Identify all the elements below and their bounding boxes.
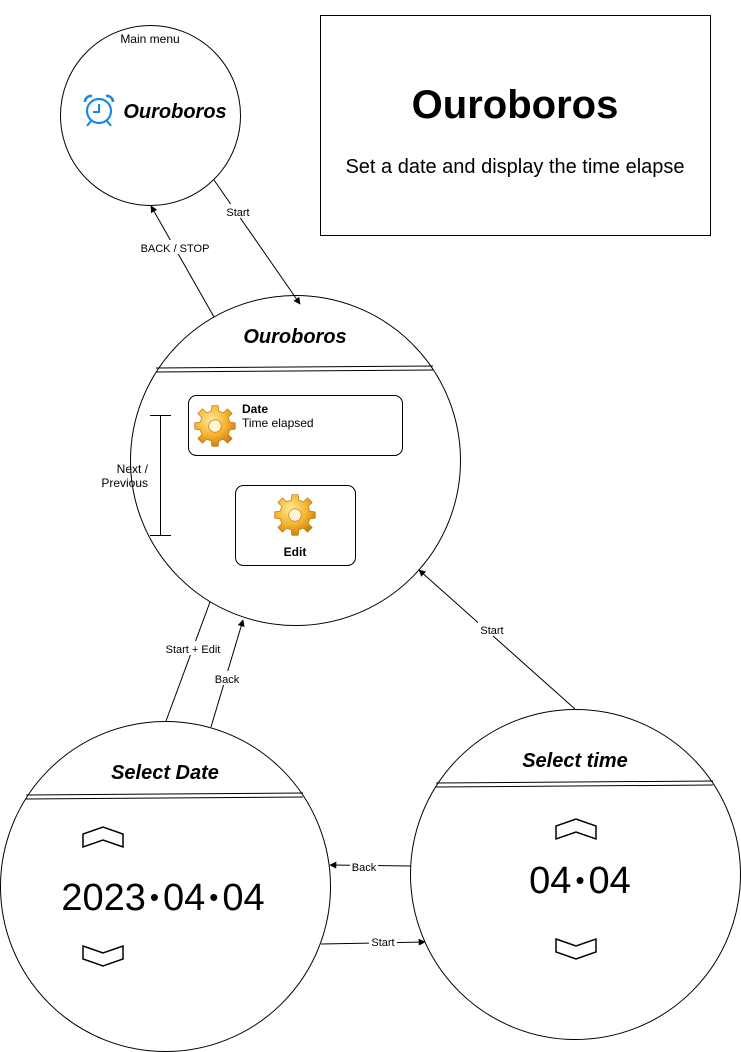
next-previous-bracket: Next / Previous (101, 415, 171, 536)
date-card[interactable]: Date Time elapsed (188, 395, 403, 456)
transition-start-label: Start (226, 207, 249, 219)
date-value: 2023•04•04 (61, 877, 264, 919)
transition-back-to-date: Back (329, 859, 412, 874)
month-value[interactable]: 04 (163, 877, 205, 919)
next-previous-label-line2: Previous (101, 476, 148, 490)
transition-start-edit: Start + Edit (163, 601, 223, 722)
chevron-up-icon[interactable] (555, 818, 597, 841)
chevron-down-icon[interactable] (555, 937, 597, 960)
diagram-title: Ouroboros (412, 83, 619, 127)
chevron-up-icon[interactable] (82, 826, 124, 849)
ouroboros-screen: Ouroboros Date Time elapsed Edit Next / … (101, 295, 461, 626)
main-menu-screen: Main menu Ouroboros (60, 25, 241, 206)
edit-button-label: Edit (284, 545, 307, 559)
transition-date-start-label: Start (371, 937, 394, 949)
transition-back-to-date-label: Back (352, 862, 377, 874)
date-separator: • (209, 882, 218, 912)
transition-date-start: Start (320, 935, 426, 949)
diagram-subtitle: Set a date and display the time elapse (345, 156, 684, 178)
chevron-down-icon[interactable] (82, 944, 124, 967)
edit-button[interactable]: Edit (235, 485, 356, 566)
select-date-title: Select Date (111, 762, 219, 784)
transition-time-start-label: Start (480, 625, 503, 637)
time-value: 04•04 (529, 860, 631, 902)
title-box: Ouroboros Set a date and display the tim… (320, 15, 711, 236)
year-value[interactable]: 2023 (61, 877, 146, 919)
transition-start: Start (213, 179, 301, 305)
transition-back-from-date-label: Back (215, 674, 240, 686)
transition-back-from-date: Back (210, 619, 245, 728)
select-time-title: Select time (522, 750, 628, 772)
alarm-clock-icon (83, 94, 115, 127)
transition-back-stop-label: BACK / STOP (141, 243, 210, 255)
gear-icon (274, 494, 316, 536)
date-card-label: Date (242, 402, 268, 416)
select-date-screen: Select Date 2023•04•04 (0, 721, 331, 1052)
date-card-sublabel: Time elapsed (242, 416, 314, 430)
main-menu-caption: Main menu (120, 32, 179, 46)
select-time-screen: Select time 04•04 (410, 709, 741, 1040)
main-menu-app-name: Ouroboros (123, 101, 226, 123)
minute-value[interactable]: 04 (589, 860, 631, 902)
gear-icon (194, 405, 236, 447)
transition-time-start: Start (418, 569, 576, 710)
next-previous-label-line1: Next / (117, 462, 149, 476)
time-separator: • (575, 865, 584, 895)
day-value[interactable]: 04 (222, 877, 264, 919)
date-separator: • (150, 882, 159, 912)
transition-back-stop: BACK / STOP (139, 205, 215, 318)
transition-start-edit-label: Start + Edit (166, 644, 221, 656)
ouroboros-screen-title: Ouroboros (243, 326, 346, 348)
hour-value[interactable]: 04 (529, 860, 571, 902)
